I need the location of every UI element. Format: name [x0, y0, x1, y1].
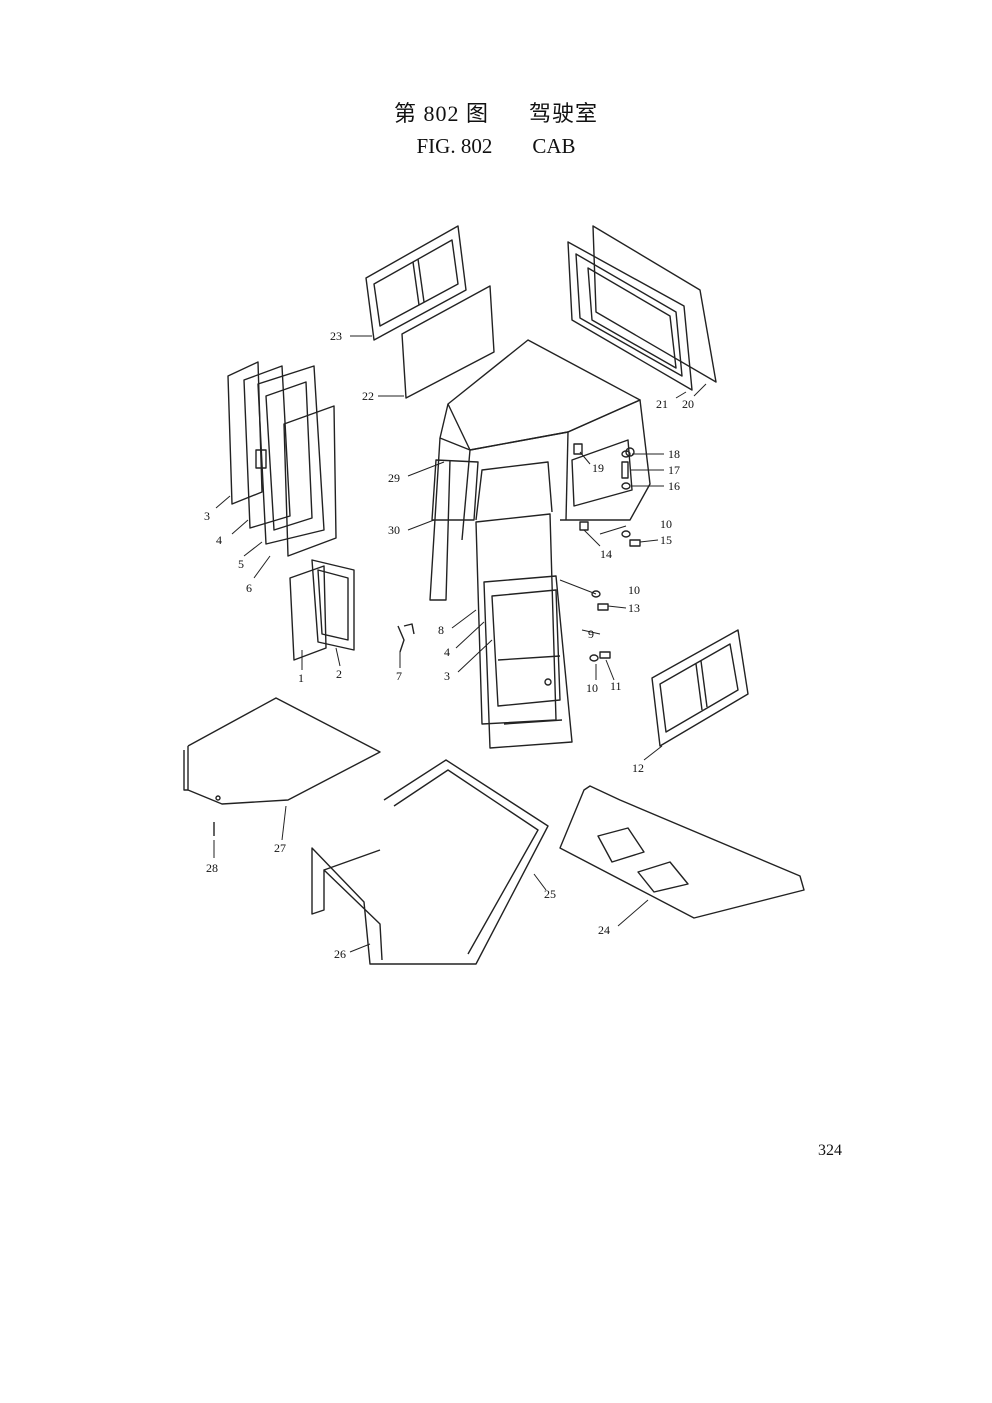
cab-body [429, 339, 651, 601]
label-part-10-lower: 10 [586, 681, 598, 695]
label-part-2: 2 [336, 667, 342, 681]
label-part-16: 16 [668, 479, 680, 493]
label-part-9: 9 [588, 627, 594, 641]
label-part-8: 8 [438, 623, 444, 637]
part-3-6-left-door [227, 361, 337, 557]
label-part-10-mid: 10 [628, 583, 640, 597]
page-number: 324 [818, 1142, 842, 1159]
label-part-7: 7 [396, 669, 402, 683]
part-20-21-rear-window [567, 225, 717, 391]
label-part-13: 13 [628, 601, 640, 615]
leader-lines [213, 335, 707, 953]
figure-number-cn: 第 802 图 [393, 101, 489, 126]
label-part-4-door: 4 [444, 645, 450, 659]
part-25-26-seal-frame [311, 759, 549, 965]
figure-name-en: CAB [532, 134, 576, 158]
label-part-25: 25 [544, 887, 556, 901]
label-part-10-upper: 10 [660, 517, 672, 531]
label-part-24: 24 [598, 923, 610, 937]
part-24-floor-plate [559, 785, 805, 919]
part-22-glass [401, 285, 495, 399]
label-part-14: 14 [600, 547, 612, 561]
label-part-11: 11 [610, 679, 622, 693]
label-part-17: 17 [668, 463, 680, 477]
figure-number-en: FIG. 802 [416, 134, 493, 158]
label-part-20: 20 [682, 397, 694, 411]
label-part-4: 4 [216, 533, 222, 547]
figure-title-chinese: 第 802 图 驾驶室 [0, 96, 992, 128]
part-7-latch [397, 623, 415, 653]
fasteners [213, 443, 641, 836]
part-labels: 1 2 3 4 5 6 7 8 4 3 9 10 11 10 13 10 15 … [204, 329, 694, 961]
label-part-1: 1 [298, 671, 304, 685]
figure-title-english: FIG. 802 CAB [0, 134, 992, 159]
label-part-19: 19 [592, 461, 604, 475]
label-part-22: 22 [362, 389, 374, 403]
label-part-27: 27 [274, 841, 286, 855]
label-part-30: 30 [388, 523, 400, 537]
part-27-floor-mat [183, 697, 381, 805]
label-part-26: 26 [334, 947, 346, 961]
part-23-top-window [365, 225, 467, 341]
label-part-18: 18 [668, 447, 680, 461]
part-1-2-small-window [289, 559, 355, 661]
part-12-right-window [651, 629, 749, 747]
label-part-6: 6 [246, 581, 252, 595]
label-part-29: 29 [388, 471, 400, 485]
label-part-3: 3 [204, 509, 210, 523]
label-part-5: 5 [238, 557, 244, 571]
cab-door [475, 513, 573, 749]
label-part-12: 12 [632, 761, 644, 775]
label-part-21: 21 [656, 397, 668, 411]
figure-name-cn: 驾驶室 [529, 101, 599, 126]
label-part-3-door: 3 [444, 669, 450, 683]
label-part-28: 28 [206, 861, 218, 875]
label-part-23: 23 [330, 329, 342, 343]
label-part-15: 15 [660, 533, 672, 547]
